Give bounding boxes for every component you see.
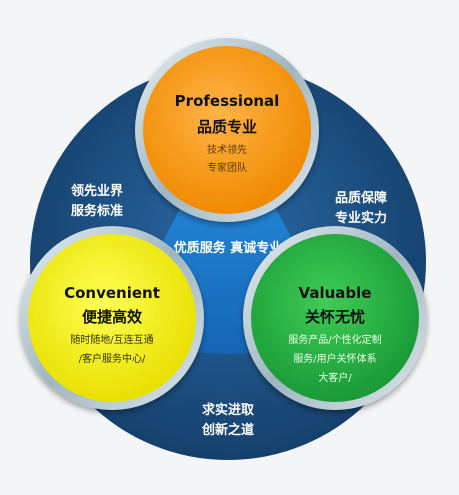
- professional-title-cn: 品质专业: [197, 118, 257, 136]
- valuable-title-en: Valuable: [299, 284, 372, 302]
- center-slogan: 优质服务 真诚专业: [174, 240, 283, 256]
- professional-line-1: 技术领先: [207, 143, 247, 156]
- valuable-title-cn: 关怀无忧: [305, 308, 365, 326]
- professional-title-en: Professional: [175, 92, 280, 110]
- convenient-line-2: /客户服务中心/: [79, 352, 146, 365]
- convenient-title-cn: 便捷高效: [82, 308, 143, 326]
- valuable-line-3: 大客户/: [318, 371, 352, 384]
- valuable-line-1: 服务产品/个性化定制: [288, 333, 381, 346]
- professional-line-2: 专家团队: [207, 161, 247, 174]
- convenient-title-en: Convenient: [64, 284, 160, 302]
- valuable-line-2: 服务/用户关怀体系: [293, 352, 376, 365]
- arc-right-line1: 品质保障: [335, 190, 387, 206]
- convenient-line-1: 随时随地/互连互通: [70, 333, 153, 346]
- arc-left-line2: 服务标准: [71, 203, 123, 219]
- arc-bottom-line2: 创新之道: [201, 422, 254, 438]
- arc-left-line1: 领先业界: [71, 183, 123, 199]
- circle-valuable: [243, 226, 427, 410]
- arc-right-line2: 专业实力: [335, 210, 387, 226]
- circle-professional: [135, 38, 319, 222]
- arc-bottom-line1: 求实进取: [202, 402, 255, 418]
- circle-convenient: [20, 226, 204, 410]
